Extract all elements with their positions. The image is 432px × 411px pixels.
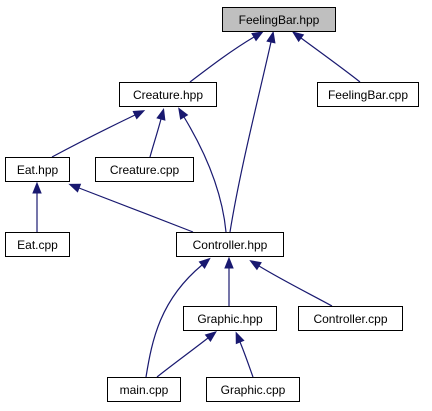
edge-controller_hpp-to-eat_hpp: [78, 187, 194, 233]
arrowhead-graphic_hpp-to-controller_hpp: [224, 256, 234, 269]
arrowhead-controller_hpp-to-creature_hpp: [178, 107, 189, 120]
edge-controller_hpp-to-feelingbar_hpp: [229, 41, 272, 233]
edge-main_cpp-to-controller_hpp: [145, 264, 203, 378]
node-box: [119, 82, 217, 107]
arrowhead-main_cpp-to-controller_hpp: [198, 257, 211, 269]
node-label: FeelingBar.hpp: [239, 13, 320, 27]
node-feelingbar-hpp[interactable]: FeelingBar.hpp: [222, 7, 336, 32]
edge-eat_hpp-to-creature_hpp: [51, 114, 136, 158]
node-main-cpp[interactable]: main.cpp: [107, 377, 181, 402]
node-box: [298, 306, 403, 331]
node-box: [317, 82, 419, 107]
node-box: [206, 377, 300, 402]
arrowhead-feelingbar_cpp-to-feelingbar_hpp: [291, 31, 305, 43]
node-label: Graphic.hpp: [197, 312, 263, 326]
node-box: [176, 232, 284, 257]
node-box: [5, 157, 70, 182]
arrowhead-controller_hpp-to-feelingbar_hpp: [266, 30, 276, 44]
node-label: Graphic.cpp: [221, 383, 286, 397]
node-creature-hpp[interactable]: Creature.hpp: [119, 82, 217, 107]
node-box: [95, 157, 194, 182]
arrowhead-controller_cpp-to-controller_hpp: [249, 260, 262, 271]
edge-creature_cpp-to-creature_hpp: [149, 118, 162, 158]
node-eat-hpp[interactable]: Eat.hpp: [5, 157, 70, 182]
node-label: FeelingBar.cpp: [328, 88, 408, 102]
arrowhead-graphic_cpp-to-graphic_hpp: [235, 331, 245, 345]
node-label: Eat.hpp: [17, 163, 59, 177]
arrowhead-eat_cpp-to-eat_hpp: [32, 181, 42, 194]
arrowhead-controller_hpp-to-eat_hpp: [68, 183, 82, 193]
node-label: Controller.cpp: [313, 312, 387, 326]
node-box: [222, 7, 336, 32]
arrowhead-main_cpp-to-graphic_hpp: [204, 331, 217, 343]
node-box: [5, 232, 70, 257]
edge-main_cpp-to-graphic_hpp: [156, 337, 209, 378]
arrowhead-eat_hpp-to-creature_hpp: [132, 110, 146, 120]
edge-creature_hpp-to-feelingbar_hpp: [189, 36, 255, 83]
node-creature-cpp[interactable]: Creature.cpp: [95, 157, 194, 182]
node-label: main.cpp: [120, 383, 169, 397]
node-feelingbar-cpp[interactable]: FeelingBar.cpp: [317, 82, 419, 107]
node-graphic-cpp[interactable]: Graphic.cpp: [206, 377, 300, 402]
node-label: Eat.cpp: [17, 238, 58, 252]
node-box: [183, 306, 277, 331]
edge-feelingbar_cpp-to-feelingbar_hpp: [300, 37, 361, 83]
node-box: [107, 377, 181, 402]
node-label: Controller.hpp: [193, 238, 268, 252]
node-controller-cpp[interactable]: Controller.cpp: [298, 306, 403, 331]
edge-controller_hpp-to-creature_hpp: [183, 116, 227, 233]
edges-layer: [32, 30, 361, 378]
node-graphic-hpp[interactable]: Graphic.hpp: [183, 306, 277, 331]
node-label: Creature.hpp: [133, 88, 203, 102]
arrowhead-creature_cpp-to-creature_hpp: [156, 108, 166, 121]
edge-graphic_cpp-to-graphic_hpp: [239, 341, 254, 378]
arrowhead-creature_hpp-to-feelingbar_hpp: [251, 31, 264, 42]
node-eat-cpp[interactable]: Eat.cpp: [5, 232, 70, 257]
node-label: Creature.cpp: [110, 163, 180, 177]
node-controller-hpp[interactable]: Controller.hpp: [176, 232, 284, 257]
edge-controller_cpp-to-controller_hpp: [258, 265, 333, 307]
